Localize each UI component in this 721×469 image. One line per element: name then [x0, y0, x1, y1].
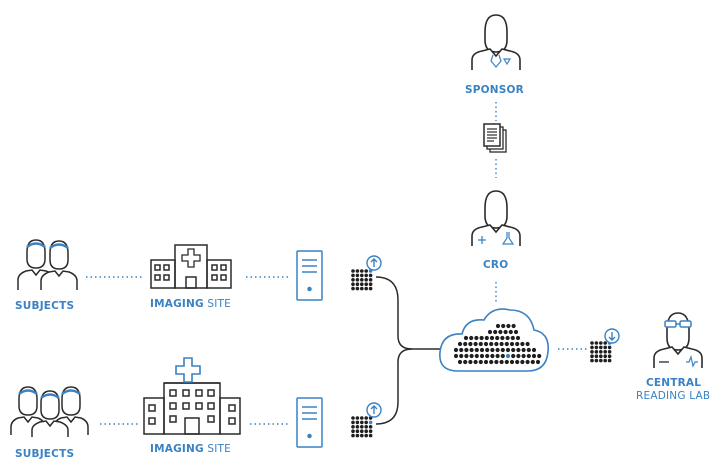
imaging-site-bottom-light: SITE — [207, 443, 231, 455]
data-upload-icon — [351, 402, 382, 438]
imaging-site-top-label: IMAGING SITE — [150, 298, 231, 310]
small-hospital-icon — [150, 244, 232, 289]
sponsor-label: SPONSOR — [465, 84, 524, 96]
reading-lab-label: READING LAB — [636, 390, 711, 402]
subjects-top-label: SUBJECTS — [15, 300, 75, 312]
imaging-site-bottom-label: IMAGING SITE — [150, 443, 231, 455]
data-download-icon — [590, 328, 620, 363]
imaging-site-bottom-bold: IMAGING — [150, 443, 204, 455]
central-reader-icon — [653, 312, 703, 369]
server-icon — [296, 250, 323, 301]
cro-label: CRO — [483, 259, 509, 271]
large-hospital-icon — [143, 357, 241, 435]
documents-icon — [483, 123, 507, 153]
three-subjects-icon — [10, 386, 89, 437]
central-label: CENTRAL — [646, 377, 702, 389]
data-upload-icon — [351, 255, 382, 291]
cloud-icon — [439, 308, 550, 372]
subjects-bottom-label: SUBJECTS — [15, 448, 75, 460]
imaging-site-top-light: SITE — [207, 298, 231, 310]
cro-person-icon — [471, 190, 521, 247]
connector-lines — [86, 102, 588, 425]
two-subjects-icon — [17, 239, 78, 290]
merge-lines — [375, 276, 440, 425]
server-icon — [296, 397, 323, 448]
sponsor-person-icon — [471, 14, 521, 71]
imaging-site-top-bold: IMAGING — [150, 298, 204, 310]
